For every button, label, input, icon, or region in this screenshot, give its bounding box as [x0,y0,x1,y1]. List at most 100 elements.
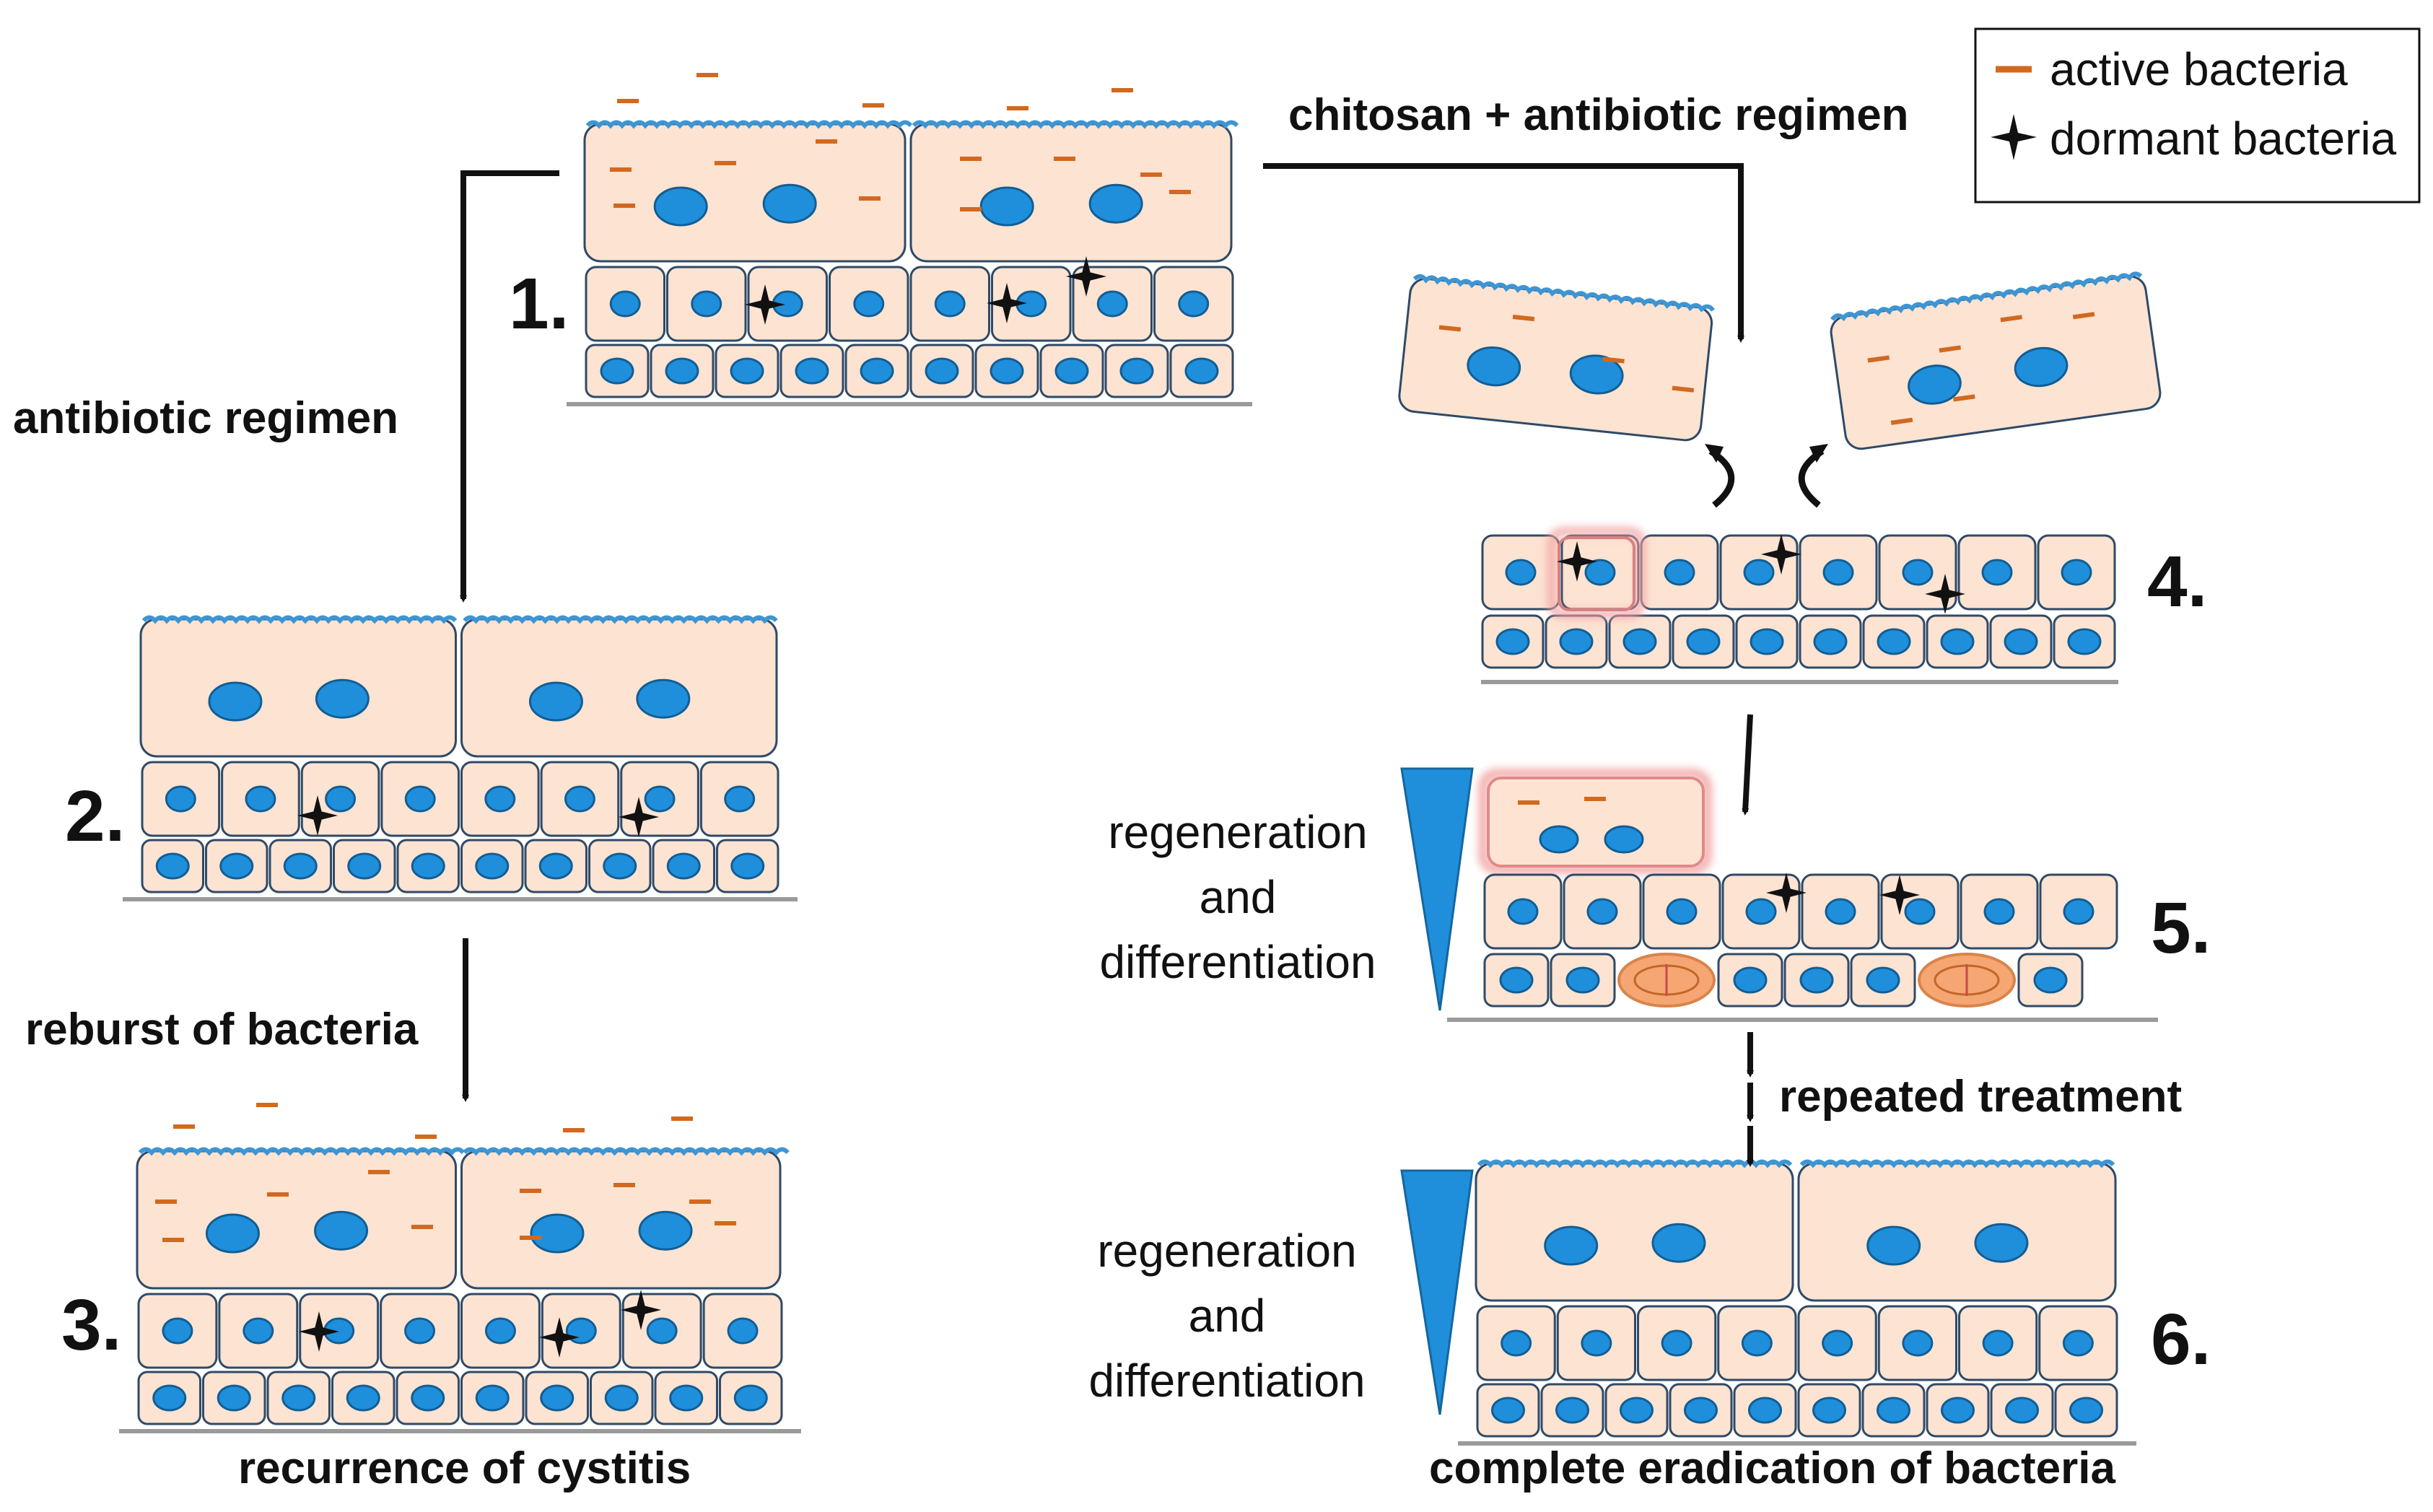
active-bacteria-dash [1512,315,1535,322]
nucleus [1822,559,1854,586]
nucleus [1866,1225,1921,1266]
curved-arrowhead-left [1705,444,1724,463]
dormant-bacteria-star [1066,256,1106,297]
nucleus [404,1317,436,1345]
flow-arrows [460,163,1754,1167]
surface-microvilli [1412,274,1715,313]
nucleus [762,183,817,224]
umbrella-cell [1797,1162,2117,1302]
nucleus [666,852,701,880]
nucleus [1664,559,1695,586]
nucleus [1565,966,1600,994]
legend-dormant-bacteria-star [1991,114,2037,160]
surface-microvilli [912,120,1239,129]
nucleus [1555,1397,1589,1424]
nucleus [314,1210,369,1251]
nucleus [155,852,190,880]
step-number-6: 6. [2151,1299,2211,1380]
umbrella-cell [583,123,907,263]
nucleus [990,357,1024,385]
nucleus [925,357,959,385]
surface-microvilli [463,615,778,624]
dormant-bacteria-star [619,797,659,837]
nucleus [208,681,263,722]
nucleus [1748,1397,1782,1424]
nucleus [219,852,254,880]
active-bacteria-dash [2000,315,2022,323]
nucleus [281,1384,316,1412]
surface-microvilli [1830,271,2143,322]
regen-b-line-2: and [1189,1290,1266,1342]
nucleus [609,290,641,318]
label-antibiotic-regimen: antibiotic regimen [13,393,398,443]
nucleus [2067,628,2102,655]
nucleus [404,785,436,813]
panel-3-recurrence [119,1103,801,1433]
nucleus [1902,1329,1934,1357]
nucleus [1096,290,1128,318]
surface-microvilli [1799,1159,2115,1168]
step-number-2: 2. [65,776,125,857]
nucleus [1651,1223,1706,1263]
active-bacteria-dash [2072,312,2095,320]
nucleus [315,678,370,719]
dormant-bacteria-star [1761,534,1801,574]
active-bacteria-dash [1939,345,1962,353]
nucleus [1499,966,1534,994]
regrowing-cell-glow [1479,769,1711,873]
dormant-bacteria-star [299,1311,339,1352]
nucleus [795,357,829,385]
legend: active bacteria dormant bacteria [1974,27,2421,204]
nucleus [162,1317,193,1345]
nucleus [646,1317,678,1345]
dormant-bacteria-star [297,795,338,836]
umbrella-cell [1830,275,2162,450]
nucleus [165,785,196,813]
nucleus [2063,898,2095,925]
panel-2-after-antibiotics [123,615,798,901]
regeneration-wedge-a [1400,767,1474,1011]
umbrella-cell [139,618,457,758]
nucleus [2033,966,2068,994]
label-reburst-of-bacteria: reburst of bacteria [25,1005,419,1054]
nucleus [1505,559,1537,586]
nucleus [1501,1329,1532,1357]
nucleus [1941,1397,1975,1424]
nucleus [1981,559,2013,586]
nucleus [1750,628,1784,655]
regeneration-label-a: regeneration and differentiation [1099,806,1376,988]
dormant-bacteria-star [1557,541,1597,582]
nucleus [1983,898,2015,925]
nucleus [665,357,699,385]
nucleus [600,357,634,385]
nucleus [638,1210,693,1251]
nucleus [217,1384,251,1412]
nucleus [2004,628,2038,655]
nucleus [1620,1397,1654,1424]
nucleus [245,785,276,813]
arrow-to-panel-4 [1263,163,1744,343]
step-number-1: 1. [509,263,569,344]
dormant-bacteria-star [539,1317,580,1358]
highlighted-cell [1558,536,1635,611]
nucleus [484,1317,516,1345]
umbrella-cell [1475,1162,1794,1302]
nucleus [604,1384,639,1412]
nucleus [1822,1329,1853,1357]
nucleus [1467,346,1521,387]
nucleus [1825,898,1856,925]
nucleus [1178,290,1210,318]
nucleus [853,290,885,318]
nucleus [2014,346,2069,388]
regen-a-line-3: differentiation [1099,936,1376,988]
nucleus [636,678,691,719]
active-bacteria-dash [1438,325,1462,332]
nucleus [1743,559,1775,586]
active-bacteria-dash [1867,355,1890,363]
dormant-bacteria-star [987,283,1027,323]
nucleus [325,785,357,813]
nucleus [484,785,516,813]
nucleus [1544,1225,1599,1266]
dormant-bacteria-star [621,1290,661,1330]
